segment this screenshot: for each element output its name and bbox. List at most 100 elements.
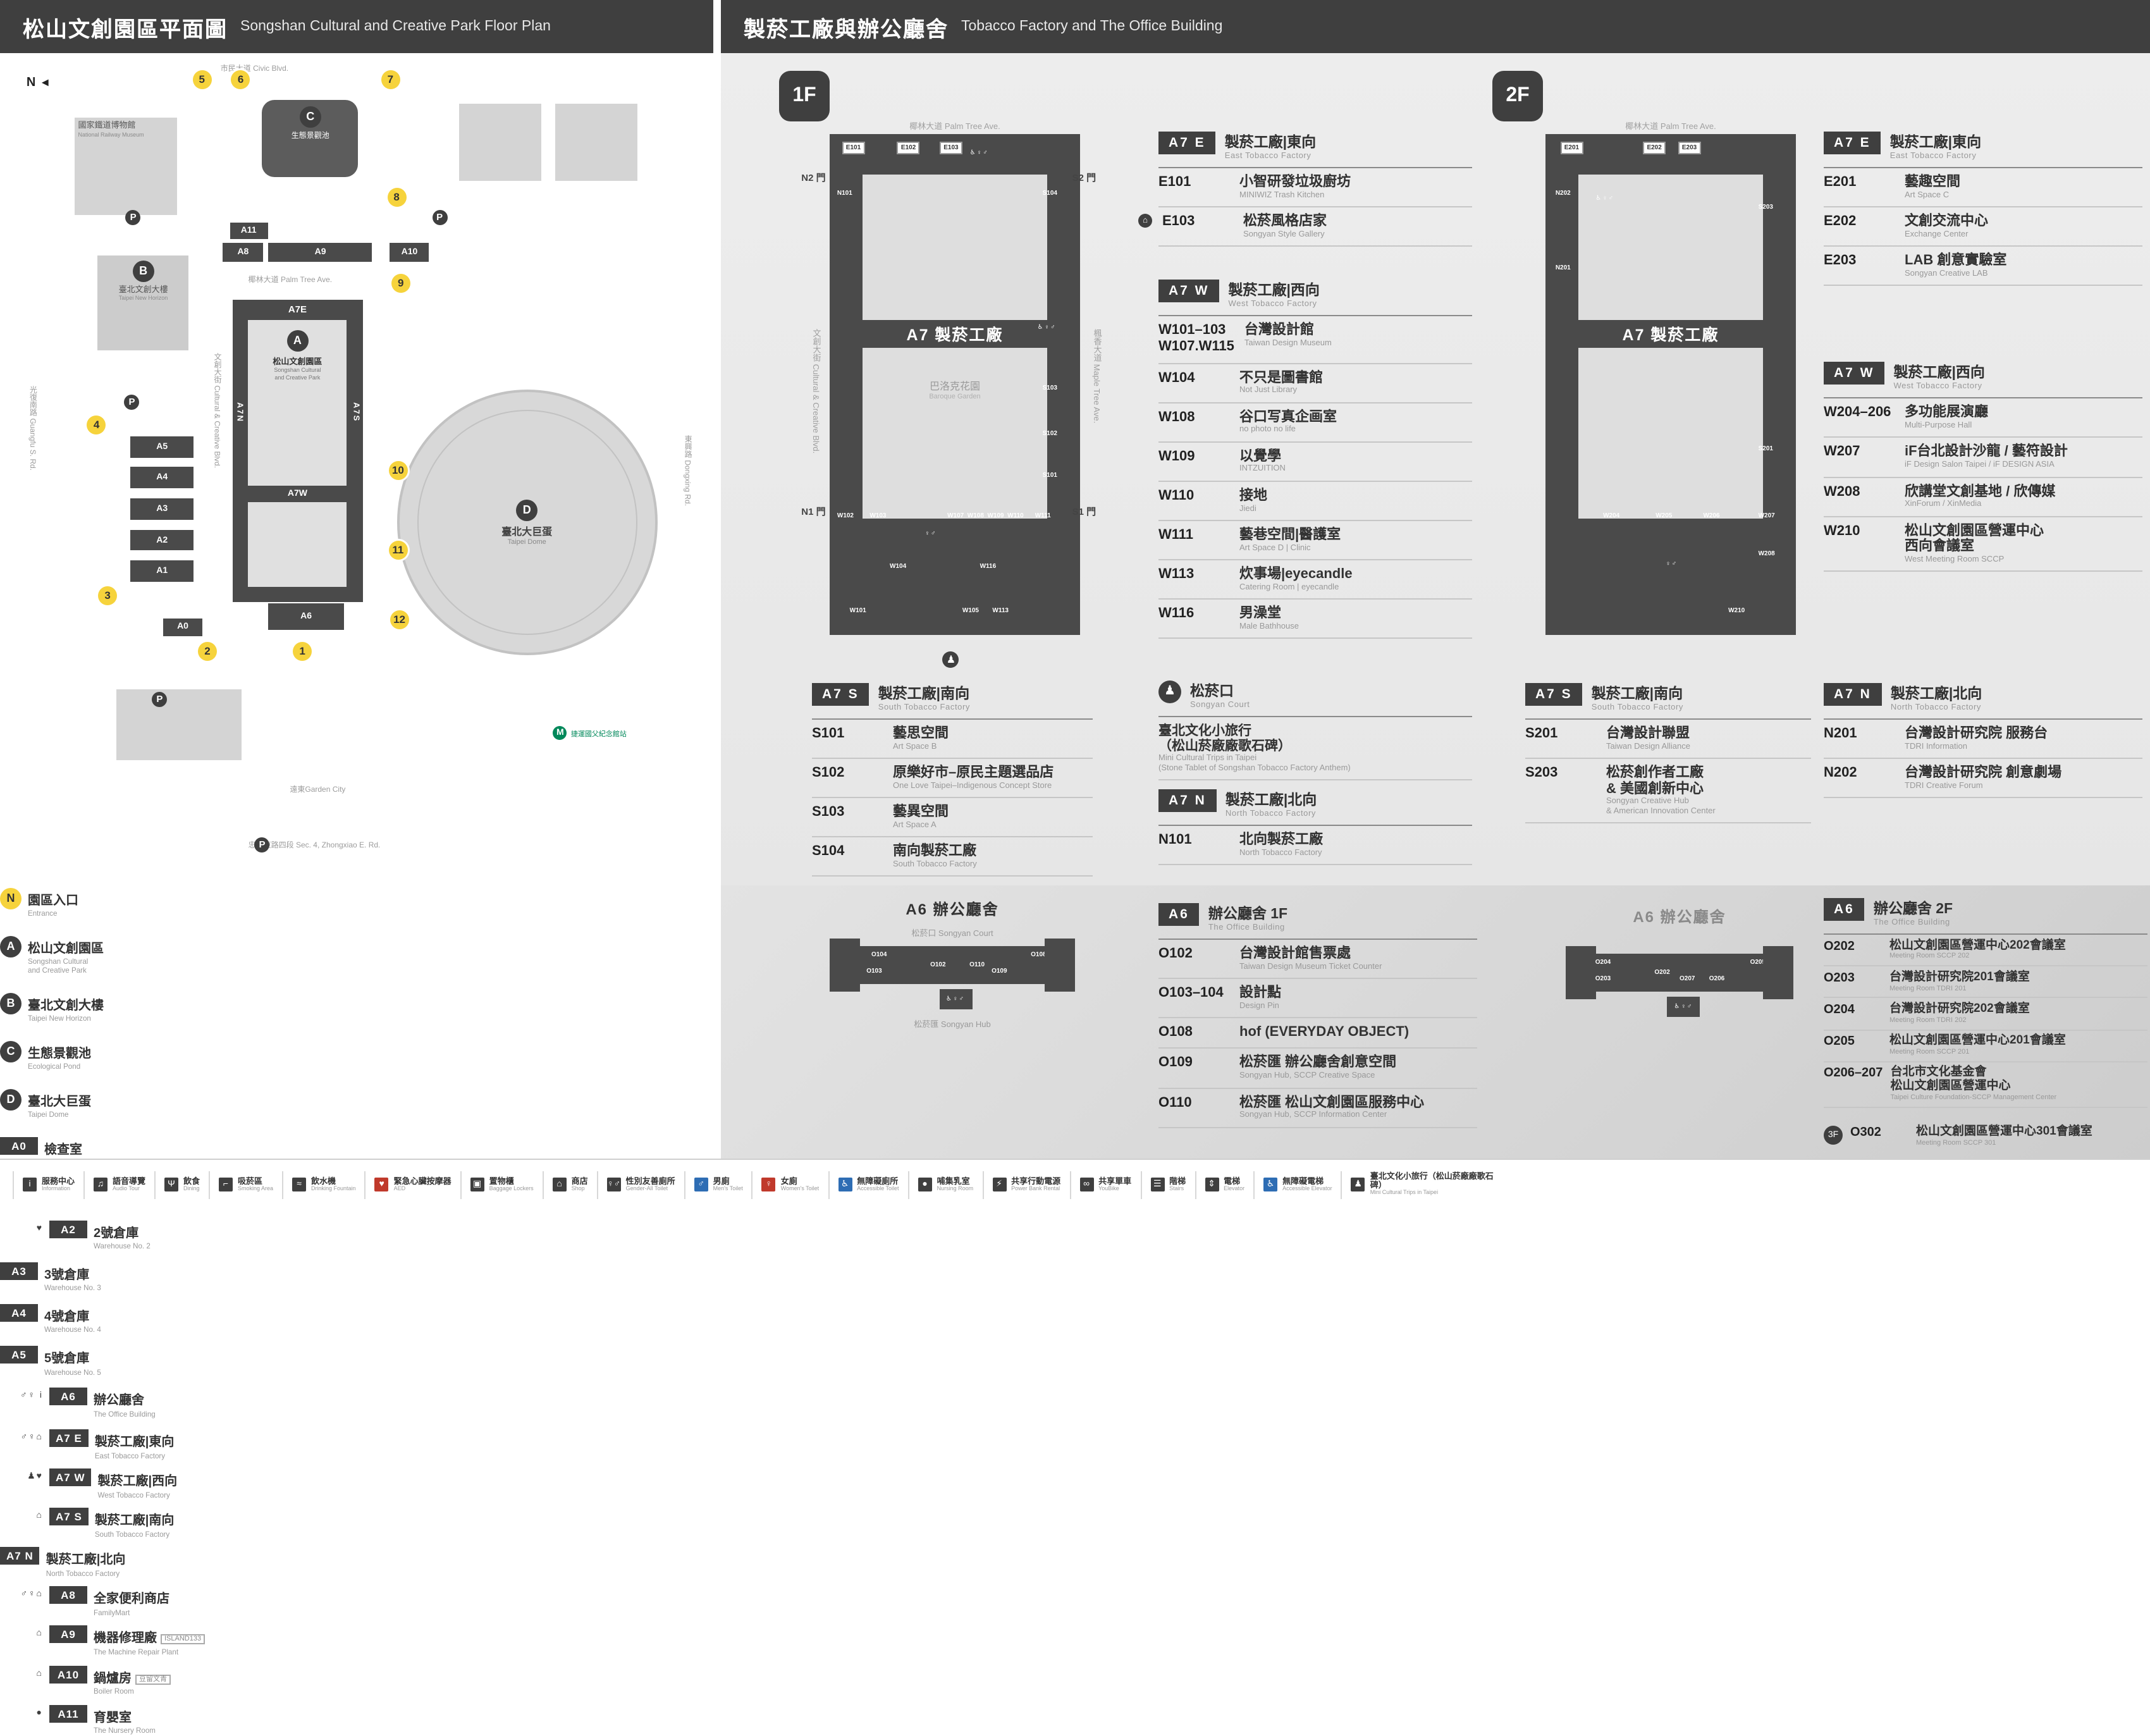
amenity-icon: ● [918,1178,932,1192]
plan-room-label: O202 [1654,969,1670,976]
room-code: W207 [1824,444,1860,460]
a7-center-label: A7 製菸工廠 [1622,326,1719,345]
amenity-icon: ♿ [838,1178,852,1192]
legend-row: A3 3號倉庫 Warehouse No. 3 [0,1262,716,1294]
floor-2f-label: 2F [1492,71,1543,121]
amenity-labels: 飲食 Dining [183,1177,200,1191]
legend-text: 辦公廳舍 The Office Building [94,1394,156,1419]
pond-badge: C [299,106,321,128]
amenity-icon: ♥ [374,1178,389,1192]
plan-room-label: W111 [1035,512,1051,520]
railway-museum-label-zh: 國家鐵道博物館 [78,121,136,131]
legend-badge: C [0,1040,22,1062]
legend-amenity-icons: ♟♥ [27,1472,43,1482]
amenity-item: ♀ 女廁 Women's Toilet [751,1171,828,1199]
plan-room-label: N201 [1555,264,1571,272]
plan-room-label: W108 [967,512,984,520]
parking-icon: P [124,395,140,410]
plan-room-label: S103 [1042,385,1057,392]
restroom-icons: ♀♂ [1666,560,1678,568]
room-code: O109 [1158,1055,1193,1071]
legend-text: 生態景觀池 Ecological Pond [28,1047,91,1072]
a7n-map-label: A7N [235,402,244,422]
amenity-item: ♫ 語音導覽 Audio Tour [83,1171,154,1199]
plan-room-label: W107 [947,512,964,520]
parking-icon: P [254,837,270,853]
street-label: 光復南路 Guangfu S. Rd. [27,386,35,471]
amenity-item: ⌂ 商店 Shop [542,1171,597,1199]
plan-room-label: S203 [1758,204,1773,212]
room-code: E101 [1158,175,1191,190]
legend-amenity-icons: ♥ [36,1224,43,1233]
map-building-block: A11 [230,223,268,240]
amenity-item: ☰ 階梯 Stairs [1140,1171,1195,1199]
room-code: O202 [1824,939,1855,953]
legend-badge: A2 [49,1220,87,1238]
section-badge: A7 S [1525,683,1583,706]
entrance-marker: 8 [387,188,407,207]
map-building-block: A8 [223,243,264,262]
plan-room-label: O207 [1680,975,1695,982]
room-code: W116 [1158,606,1195,622]
amenity-icon: ⚡ [992,1178,1007,1192]
map-building-block: A3 [130,498,194,520]
legend-amenity-icons: ⌂ [36,1669,43,1678]
amenity-labels: 共享單車 YouBike [1098,1177,1132,1191]
room-code: E103 [1162,214,1195,230]
plan-room-label: W103 [869,512,887,520]
metro-icon: M [553,726,567,741]
amenity-item: ♥ 緊急心臟按摩器 AED [364,1171,460,1199]
restroom-icons: ♀♂ [924,529,937,538]
parking-icon: P [152,691,168,707]
wall [1545,519,1796,635]
plan-room-label: E103 [940,141,962,154]
plan-room-label: N202 [1555,189,1571,197]
legend-text: 製菸工廠|南向 South Tobacco Factory [94,1514,175,1539]
legend-badge: A0 [0,1136,38,1155]
amenity-labels: 共享行動電源 Power Bank Rental [1011,1177,1061,1191]
amenity-item: ♿ 無障礙電梯 Accessible Elevator [1253,1171,1341,1199]
room-code: O102 [1158,946,1193,961]
entrance-marker: 10 [388,460,408,480]
map-legend: N 園區入口 Entrance A 松山文創園區 Songshan Cultur… [0,888,716,1735]
restroom-icons: ♿♀♂ [969,149,989,157]
building-a-label-zh: 松山文創園區 [273,358,322,367]
entrance-marker: 9 [391,274,410,293]
courtyard-label: 巴洛克花園 Baroque Garden [929,381,981,402]
room-code: W104 [1158,370,1195,386]
map-building-block: A2 [130,529,194,551]
legend-text: 3號倉庫 Warehouse No. 3 [44,1269,101,1293]
street-label: 忠孝東路四段 Sec. 4, Zhongxiao E. Rd. [248,842,381,850]
room-row: 臺北文化小旅行 （松山菸廠廠歌石碑）Mini Cultural Trips in… [1158,717,1472,781]
street-label: 文創大街 Cultural & Creative Blvd. [212,353,220,469]
a7-center-label: A7 製菸工廠 [906,326,1004,345]
legend-badge: A4 [0,1304,38,1322]
room-row: O108 hof (EVERYDAY OBJECT) [1158,1018,1477,1049]
room-code: S104 [812,844,845,859]
parking-icon: P [432,209,448,225]
plan-room-label: W206 [1703,512,1720,520]
legend-text: 製菸工廠|東向 East Tobacco Factory [94,1436,175,1461]
restroom-icons: ♿♀♂ [1037,324,1057,332]
room-code: O203 [1824,971,1855,985]
room-code: O302 [1850,1126,1881,1140]
room-code: N202 [1824,765,1857,781]
amenity-labels: 階梯 Stairs [1169,1177,1186,1191]
building-b-label-zh: 臺北文創大樓 [118,285,168,295]
